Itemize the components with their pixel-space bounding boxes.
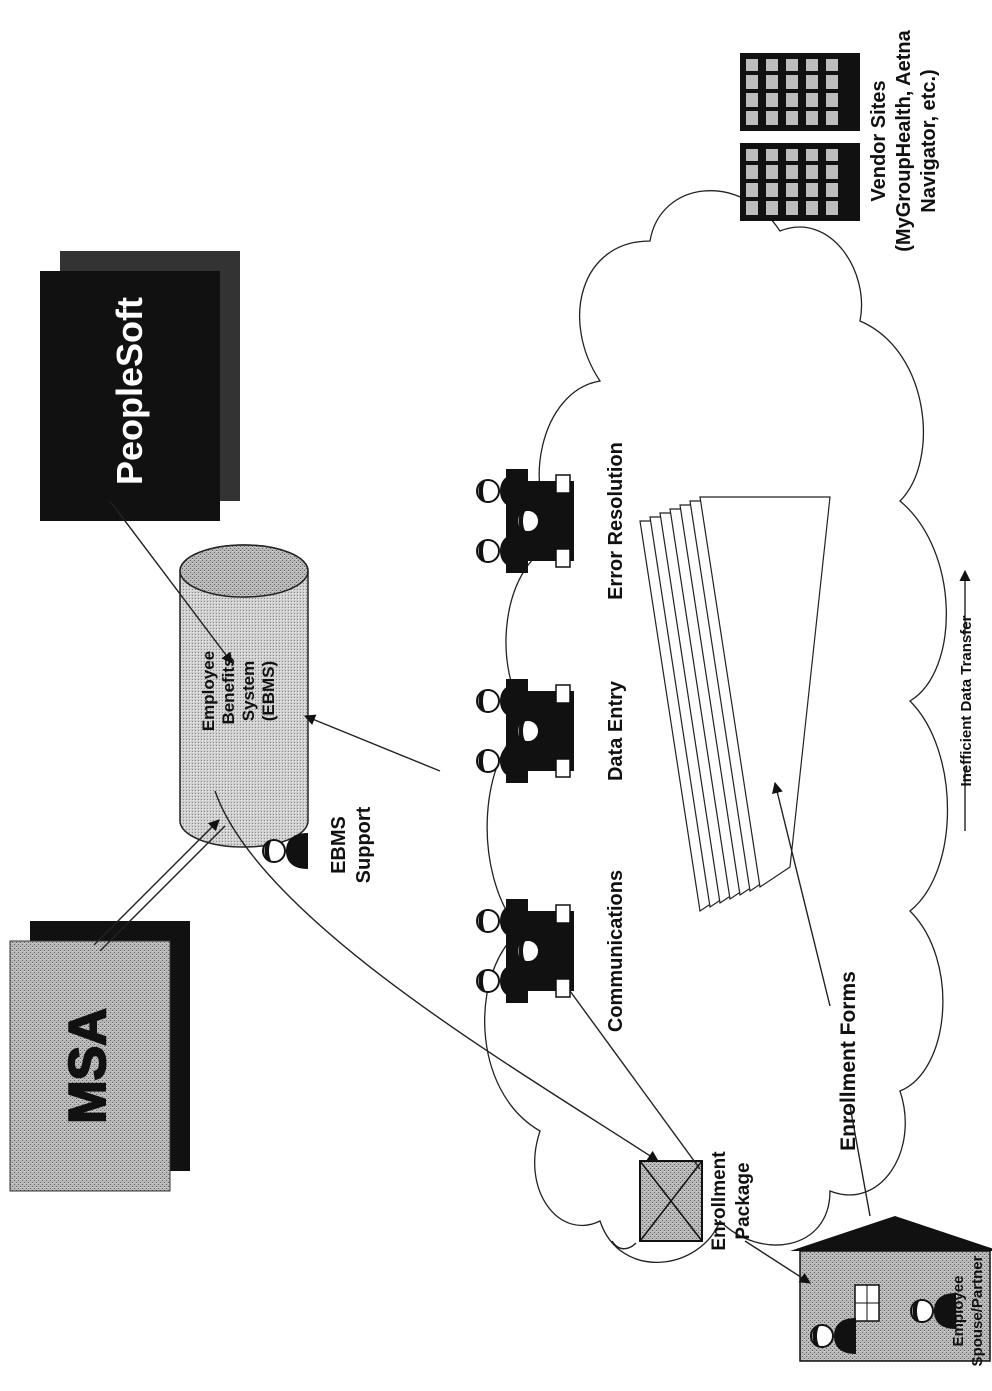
- error-resolution-label: Error Resolution: [605, 442, 627, 600]
- cloud-to-ebms-arrow: [303, 714, 441, 772]
- employee-to-forms-line: [849, 1105, 871, 1217]
- enrollment-package-line-2: Package: [733, 1162, 754, 1239]
- ebms-line-2: Benefits: [219, 657, 238, 724]
- error-resolution-team: Error Resolution: [477, 442, 627, 600]
- vendor-building-icon: [740, 53, 860, 131]
- ebms-support: EBMS Support: [262, 806, 375, 883]
- msa-label: MSA: [59, 1008, 117, 1124]
- data-entry-label: Data Entry: [605, 680, 627, 781]
- employee-line-1: Employee: [950, 1276, 967, 1347]
- vendor-building-icon: [740, 143, 860, 221]
- package-to-employee-arrow: [744, 1240, 811, 1284]
- enrollment-forms-stack: [639, 496, 831, 913]
- communications-team-icon: [477, 899, 574, 1003]
- ebms-to-package-arrow: [214, 790, 659, 1162]
- employee-house: Employee Spouse/Partner: [790, 1216, 992, 1366]
- legend: Inefficient Data Transfer: [952, 569, 978, 831]
- vendor-sites: Vendor Sites (MyGroupHealth, Aetna Navig…: [740, 29, 940, 252]
- ebms-database: Employee Benefits System (EBMS): [179, 544, 309, 848]
- vendor-line-2: (MyGroupHealth, Aetna: [893, 29, 915, 251]
- peoplesoft-label: PeopleSoft: [109, 297, 150, 485]
- legend-label: Inefficient Data Transfer: [958, 615, 975, 786]
- enrollment-forms-label: Enrollment Forms: [837, 971, 860, 1151]
- msa-to-ebms-arrow: [99, 825, 226, 952]
- enrollment-package: Enrollment Package: [611, 1151, 754, 1251]
- communications-to-package-line: [569, 990, 701, 1170]
- employee-line-2: Spouse/Partner: [969, 1255, 986, 1366]
- ebms-line-3: System: [239, 661, 258, 721]
- process-cloud: [484, 190, 949, 1263]
- communications-label: Communications: [605, 870, 627, 1032]
- ebms-support-line-1: EBMS: [328, 816, 350, 874]
- forms-to-stack-arrow: [771, 781, 831, 1007]
- communications-team: Communications: [477, 870, 627, 1032]
- msa-system: MSA: [9, 921, 190, 1192]
- peoplesoft-system: PeopleSoft: [40, 251, 240, 521]
- ebms-line-1: Employee: [199, 651, 218, 731]
- peoplesoft-to-ebms-arrow: [109, 500, 233, 664]
- vendor-line-3: Navigator, etc.): [918, 69, 940, 212]
- ebms-line-4: (EBMS): [259, 661, 278, 721]
- vendor-line-1: Vendor Sites: [868, 80, 890, 201]
- data-entry-team-icon: [477, 679, 574, 783]
- ebms-support-line-2: Support: [353, 806, 375, 883]
- data-entry-team: Data Entry: [477, 679, 627, 783]
- error-resolution-team-icon: [477, 469, 574, 573]
- enrollment-package-line-1: Enrollment: [709, 1151, 730, 1251]
